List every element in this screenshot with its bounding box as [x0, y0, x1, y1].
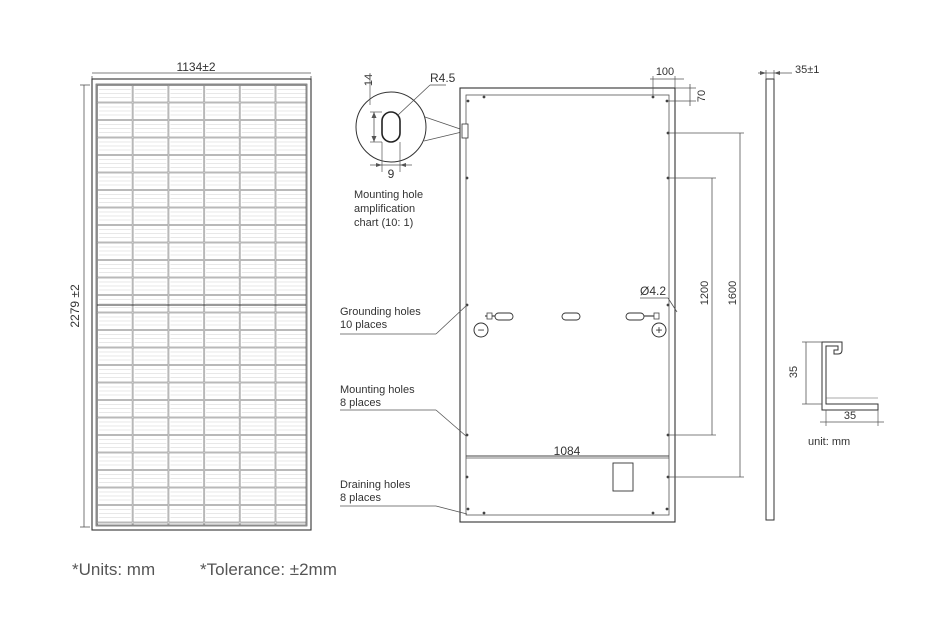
- front-inner-frame: [95, 83, 308, 527]
- front-height-label: 2279 ±2: [68, 284, 82, 328]
- junction-box-outline: [612, 462, 634, 492]
- callout-mounting-1: Mounting holes: [340, 384, 415, 396]
- frame-profile: 35 35 unit: mm: [788, 341, 884, 448]
- cable-slot-center: [561, 312, 581, 321]
- callout-grounding-1: Grounding holes: [340, 306, 421, 318]
- back-dim-1600: 1600: [727, 281, 739, 305]
- side-profile-bar: [765, 78, 775, 521]
- detail-radius-label: R4.5: [430, 71, 456, 85]
- corner-mounting-tab: [461, 123, 469, 139]
- callout-mounting-2: 8 places: [340, 397, 381, 409]
- back-dim-100: 100: [656, 66, 674, 78]
- side-thickness-label: 35±1: [795, 64, 819, 76]
- detail-slot-hole: [381, 111, 401, 143]
- back-dim-hole: Ø4.2: [640, 284, 666, 298]
- negative-terminal-icon: [473, 322, 489, 338]
- back-outer-frame: [459, 87, 676, 523]
- back-dim-70: 70: [696, 90, 708, 102]
- profile-cross-section: [821, 341, 879, 411]
- side-view: 35±1: [758, 64, 819, 521]
- back-dim-1084: 1084: [554, 444, 581, 458]
- profile-unit-note: unit: mm: [808, 436, 850, 448]
- detail-dim-9: 9: [388, 167, 395, 181]
- back-view: − + 100 70 1200 1600 Ø4.2 1084: [459, 66, 744, 523]
- profile-height-label: 35: [788, 366, 800, 378]
- footer-tolerance: *Tolerance: ±2mm: [200, 560, 337, 579]
- detail-dim-14: 14: [363, 74, 375, 86]
- mounting-hole-detail: 14 R4.5 9 Mounting hole amplification ch…: [354, 71, 467, 229]
- callouts: Grounding holes 10 places Mounting holes…: [340, 304, 468, 515]
- footer-units: *Units: mm: [72, 560, 156, 579]
- positive-sign: +: [655, 323, 662, 337]
- cable-slot-left: [494, 312, 514, 321]
- profile-width-label: 35: [844, 410, 856, 422]
- callout-grounding-2: 10 places: [340, 319, 388, 331]
- callout-draining-1: Draining holes: [340, 479, 411, 491]
- front-width-label: 1134±2: [176, 60, 215, 74]
- detail-caption-2: amplification: [354, 203, 415, 215]
- cable-slot-right: [625, 312, 645, 321]
- detail-caption-3: chart (10: 1): [354, 217, 413, 229]
- positive-terminal-icon: [651, 322, 667, 338]
- back-dim-1200: 1200: [699, 281, 711, 305]
- detail-caption-1: Mounting hole: [354, 189, 423, 201]
- negative-sign: −: [477, 323, 484, 337]
- callout-draining-2: 8 places: [340, 492, 381, 504]
- front-view: 1134±2 2279 ±2: [68, 60, 312, 531]
